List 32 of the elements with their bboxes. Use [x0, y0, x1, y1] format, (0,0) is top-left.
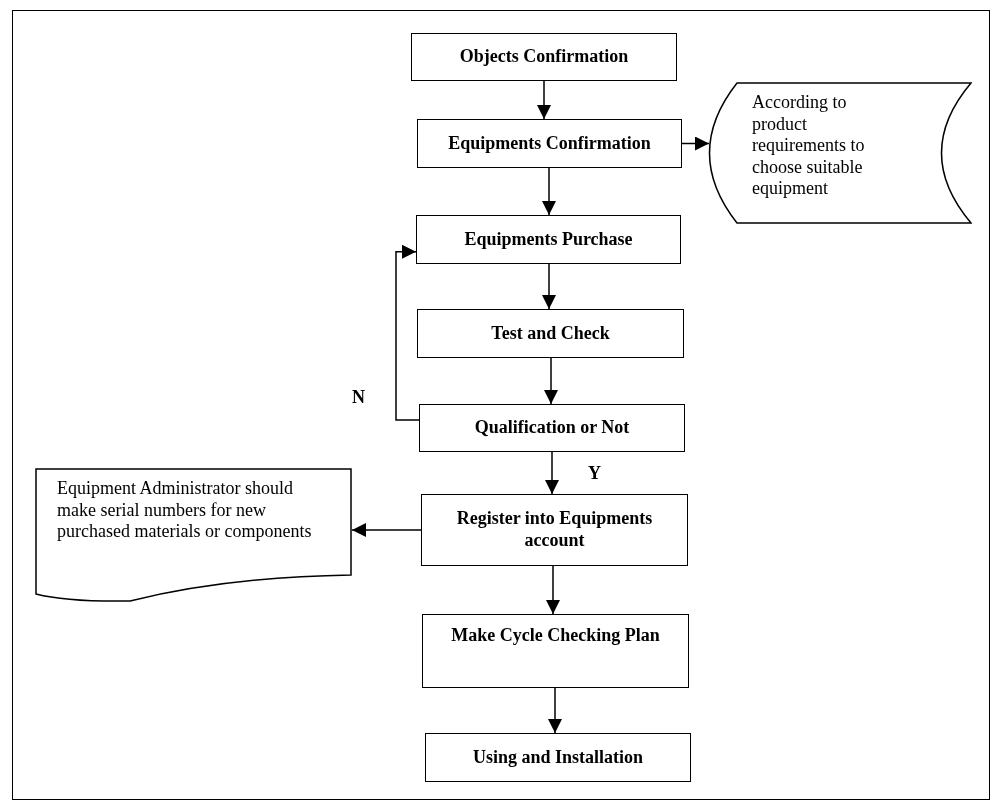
arrow — [548, 687, 562, 734]
node-text: Equipment Administrator should make serial numbers for new purchased materials or components — [57, 478, 313, 543]
arrow — [395, 244, 420, 421]
node-text: According to product requirements to choose suitable equipment — [752, 92, 866, 200]
process-box — [411, 33, 677, 81]
process-box — [425, 733, 691, 782]
arrow — [545, 451, 559, 495]
node-text: Objects Confirmation — [459, 46, 629, 68]
node-text: Using and Installation — [472, 746, 644, 769]
node-text: Register into Equipments account — [455, 508, 654, 552]
arrow — [681, 136, 710, 151]
node-text: Make Cycle Checking Plan — [451, 625, 660, 647]
node-text: Qualification or Not — [474, 417, 630, 439]
arrow — [542, 263, 556, 310]
arrow — [546, 565, 560, 615]
arrow — [537, 80, 551, 120]
process-box — [417, 309, 684, 358]
process-box — [419, 404, 685, 452]
arrow — [544, 357, 558, 405]
arrow — [351, 523, 422, 537]
edge-label: Y — [586, 464, 603, 482]
document-shape — [35, 468, 352, 602]
node-text: Test and Check — [491, 322, 610, 345]
arrow — [542, 167, 556, 216]
node-text: Equipments Confirmation — [448, 132, 651, 155]
process-box — [422, 614, 689, 688]
node-text: Equipments Purchase — [464, 228, 633, 251]
process-box — [417, 119, 682, 168]
edge-label: N — [350, 388, 367, 406]
stored-data-shape — [707, 82, 972, 224]
process-box — [416, 215, 681, 264]
process-box — [421, 494, 688, 566]
